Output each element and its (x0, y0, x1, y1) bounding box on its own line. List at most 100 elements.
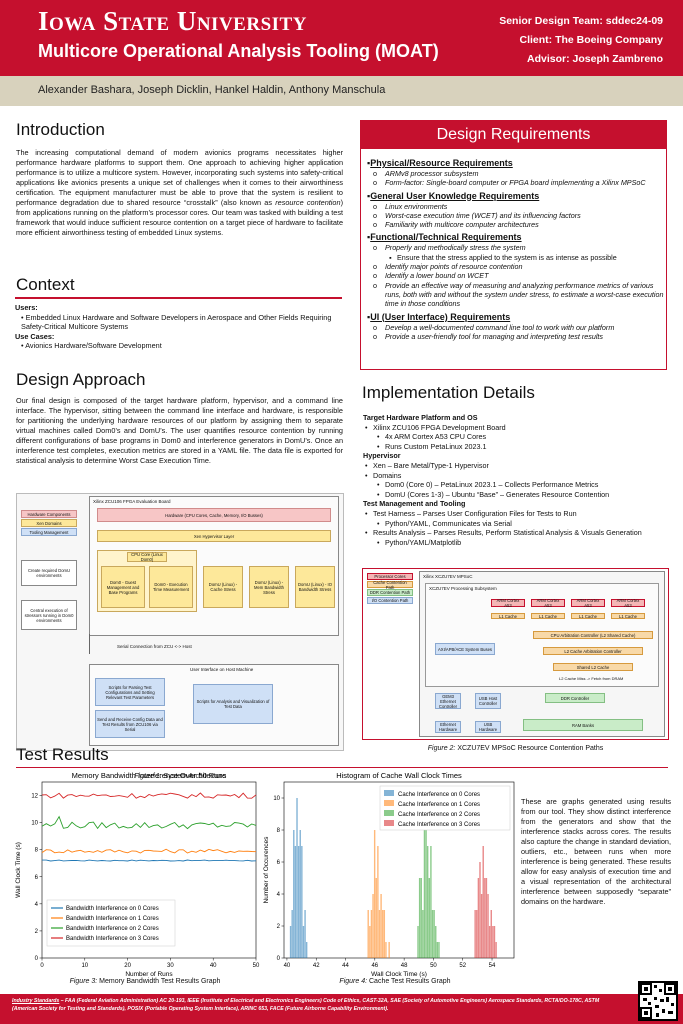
x-tick-label: 54 (489, 963, 496, 969)
figure1-label: Figure 1: (134, 773, 162, 780)
histogram-bar (294, 846, 297, 958)
histogram-bar (422, 910, 424, 958)
figure4-label: Figure 4: (339, 978, 368, 985)
host-serial-scripts: Send and Receive Config Data and Test Re… (95, 710, 165, 738)
histogram-bar (480, 894, 483, 958)
figure4-text: Cache Test Results Graph (367, 978, 451, 985)
req-category: Functional/Technical Requirements (367, 231, 664, 243)
use-case-item: Avionics Hardware/Software Development (21, 341, 342, 351)
y-tick-label: 10 (273, 796, 280, 802)
dom0-management: Dom0 - Guest Management and Base Program… (101, 566, 145, 608)
histogram-bar (477, 878, 480, 958)
client: Client: The Boeing Company (519, 34, 663, 46)
y-tick-label: 8 (277, 828, 281, 834)
intro-text-emphasis: resource contention (275, 198, 341, 207)
histogram-bar (388, 942, 390, 958)
histogram-bar (431, 910, 434, 958)
mpsoc-figure: Processor Cores Cache Contention Path DD… (362, 568, 669, 740)
impl-subitem: Python/YAML/Matplotlib (363, 538, 668, 548)
legend-label: Cache Interference on 2 Cores (398, 812, 480, 818)
core-2: ARM Cortex A53 (571, 598, 605, 608)
histogram-bar (426, 846, 429, 958)
histogram-bar (372, 894, 374, 958)
x-tick-label: 50 (253, 963, 260, 969)
legend-box (46, 899, 176, 947)
histogram-bar (291, 910, 293, 958)
x-tick-label: 46 (371, 963, 378, 969)
figure1-caption: Figure 1: System Architecture (16, 773, 344, 780)
legend-io-path: I/O Contention Path (367, 597, 413, 604)
histogram-bar (304, 910, 306, 958)
core-1: ARM Cortex A53 (531, 598, 565, 608)
l1-cache-1: L1 Cache (531, 613, 565, 619)
poster-title: Multicore Operational Analysis Tooling (… (38, 41, 439, 61)
legend-tooling: Tooling Management (21, 528, 77, 536)
domu-mem: DomU (Linux) - Mem Bandwidth Stress (249, 566, 289, 608)
impl-item: Xen – Bare Metal/Type-1 Hypervisor (363, 461, 668, 471)
x-axis-label: Number of Runs (125, 971, 173, 978)
axi-bus: AXI/APB/ACE System Buses (435, 643, 495, 655)
x-tick-label: 10 (81, 963, 88, 969)
domu-io: DomU (Linux) - IO Bandwidth Stress (295, 566, 335, 608)
hw-block: Hardware (CPU Cores, Cache, Memory, I/O … (97, 508, 331, 522)
histogram-bar (375, 878, 377, 958)
requirements-title: Design Requirements (361, 121, 666, 149)
team-info: Senior Design Team: sddec24-09 Client: T… (499, 12, 663, 69)
ram-banks: RAM Banks (523, 719, 643, 731)
intro-text-part2: ) from applications running on the platf… (16, 198, 343, 237)
histogram-bar (301, 846, 303, 958)
histogram-bar (380, 894, 382, 958)
usb-host-controller: USB Host Controller (475, 693, 501, 709)
chip-label: Xilinx XCZU7EV MPSoC (423, 574, 473, 579)
cpu0-label: CPU Core (Linux Dom0) (127, 552, 167, 562)
impl-subitem: Runs Custom PetaLinux 2023.1 (363, 442, 668, 452)
header-banner: Iowa State University Multicore Operatio… (0, 0, 683, 76)
users-list: Embedded Linux Hardware and Software Dev… (15, 313, 342, 332)
y-tick-label: 8 (35, 848, 39, 854)
histogram-bar (433, 910, 435, 958)
y-tick-label: 4 (35, 902, 39, 908)
histogram-bar (296, 798, 298, 958)
req-category: UI (User Interface) Requirements (367, 311, 664, 323)
usb-hardware: USB Hardware (475, 721, 501, 733)
requirements-box: Design Requirements Physical/Resource Re… (360, 120, 667, 370)
context-title: Context (16, 275, 75, 294)
standards-text: – FAA (Federal Aviation Administration) … (12, 998, 600, 1012)
context-box: Users: Embedded Linux Hardware and Softw… (15, 297, 342, 359)
histogram-bar (493, 926, 496, 958)
industry-standards: Industry Standards – FAA (Federal Aviati… (12, 998, 622, 1013)
histogram-bar (423, 814, 426, 958)
introduction-title: Introduction (16, 120, 105, 139)
x-tick-label: 42 (313, 963, 320, 969)
histogram-bar (479, 862, 481, 958)
serial-line (89, 634, 90, 654)
ddr-controller: DDR Controller (545, 693, 605, 703)
use-cases-list: Avionics Hardware/Software Development (15, 341, 342, 351)
team-id: Senior Design Team: sddec24-09 (499, 15, 663, 27)
footer: Industry Standards – FAA (Federal Aviati… (0, 994, 683, 1024)
design-approach-text: Our final design is composed of the targ… (16, 396, 343, 465)
histogram-bar (474, 910, 476, 958)
x-tick-label: 0 (40, 963, 44, 969)
legend-swatch (384, 790, 394, 796)
x-tick-label: 20 (124, 963, 131, 969)
y-tick-label: 0 (35, 956, 39, 962)
legend-ddr-path: DDR Contention Path (367, 589, 413, 596)
host-label: User Interface on Host Machine (190, 667, 254, 672)
histogram-bar (370, 910, 373, 958)
histogram-bar (297, 846, 300, 958)
y-axis-label: Wall Clock Time (s) (15, 842, 22, 898)
series-line (41, 792, 257, 799)
qr-code-icon[interactable] (638, 981, 678, 1021)
l1-cache-3: L1 Cache (611, 613, 645, 619)
use-cases-label: Use Cases: (15, 331, 55, 341)
histogram-bar (302, 926, 305, 958)
req-item: ARMv8 processor subsystem (367, 169, 664, 179)
histogram-bar (428, 878, 431, 958)
y-tick-label: 0 (277, 956, 281, 962)
y-tick-label: 6 (277, 860, 281, 866)
legend-label: Bandwidth Interference on 2 Cores (66, 926, 159, 932)
impl-heading: Test Management and Tooling (363, 499, 466, 509)
legend-swatch (384, 820, 394, 826)
